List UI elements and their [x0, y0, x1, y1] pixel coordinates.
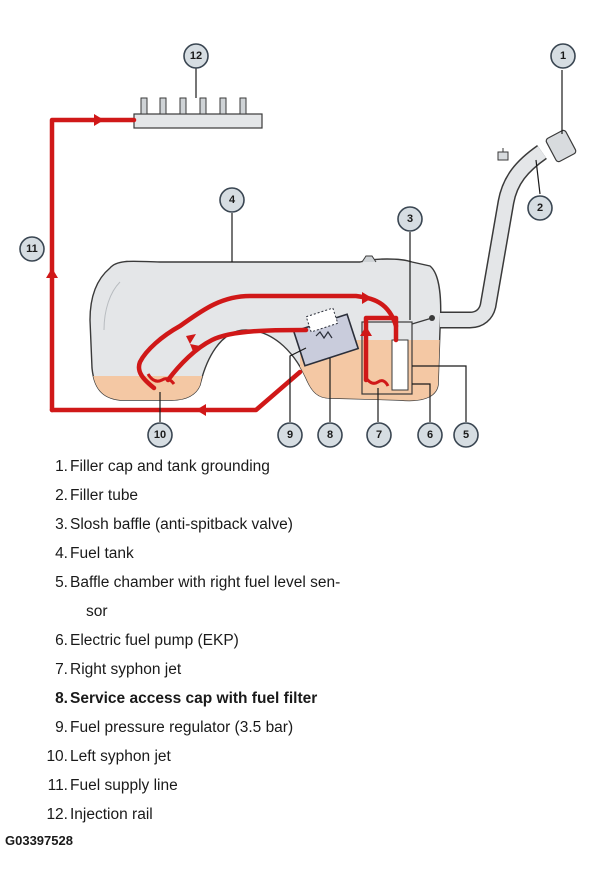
legend-number: 8. [55, 690, 68, 707]
callout-5: 5 [453, 422, 479, 448]
fuel-supply-line [46, 114, 303, 416]
legend-item: 4.Fuel tank [0, 539, 600, 568]
legend-number: 3. [55, 516, 68, 533]
legend-text: Fuel supply line [70, 777, 178, 794]
callout-8: 8 [317, 422, 343, 448]
component-legend: 1.Filler cap and tank grounding 2.Filler… [0, 452, 600, 829]
legend-number: 6. [55, 632, 68, 649]
legend-number: 2. [55, 487, 68, 504]
legend-text: Fuel tank [70, 545, 134, 562]
left-syphon-jet [146, 373, 176, 385]
legend-number: 11. [47, 777, 68, 794]
baffle-chamber [361, 321, 413, 395]
legend-item: 6.Electric fuel pump (EKP) [0, 626, 600, 655]
filter-housing [292, 307, 360, 367]
svg-text:8: 8 [327, 429, 333, 441]
callout-3: 3 [397, 206, 423, 232]
callout-10: 10 [147, 422, 173, 448]
legend-number: 12. [46, 806, 68, 823]
legend-number: 9. [55, 719, 68, 736]
injection-rail [133, 97, 263, 129]
legend-item: 7.Right syphon jet [0, 655, 600, 684]
legend-text: Fuel pressure regulator (3.5 bar) [70, 719, 294, 736]
legend-item: 3.Slosh baffle (anti-spitback valve) [0, 510, 600, 539]
svg-text:1: 1 [560, 50, 566, 62]
fuel-system-diagram: 1 2 3 4 5 6 7 8 9 10 11 12 [19, 43, 577, 448]
legend-number: 4. [55, 545, 68, 562]
legend-item-continuation: sor [0, 597, 600, 626]
right-syphon-jet [364, 377, 390, 387]
svg-text:10: 10 [154, 429, 166, 441]
legend-text: sor [86, 603, 108, 620]
svg-text:2: 2 [537, 202, 543, 214]
legend-item: 10.Left syphon jet [0, 742, 600, 771]
callout-2: 2 [527, 195, 553, 221]
legend-text: Electric fuel pump (EKP) [70, 632, 239, 649]
svg-text:5: 5 [463, 429, 469, 441]
svg-text:9: 9 [287, 429, 293, 441]
legend-item-highlighted: 8.Service access cap with fuel filter [0, 684, 600, 713]
legend-text: Left syphon jet [70, 748, 171, 765]
callout-4: 4 [219, 187, 245, 213]
callout-6: 6 [417, 422, 443, 448]
legend-text: Service access cap with fuel filter [70, 690, 318, 707]
figure-id: G03397528 [5, 833, 73, 848]
leader-lines [159, 68, 563, 422]
legend-number: 1. [55, 458, 68, 475]
legend-text: Right syphon jet [70, 661, 182, 678]
legend-item: 2.Filler tube [0, 481, 600, 510]
legend-number: 10. [46, 748, 68, 765]
svg-text:12: 12 [190, 50, 202, 62]
filler-cap [545, 129, 577, 163]
callout-12: 12 [183, 43, 209, 69]
fuel-injectors [140, 97, 247, 115]
legend-text: Filler cap and tank grounding [70, 458, 270, 475]
legend-item: 9.Fuel pressure regulator (3.5 bar) [0, 713, 600, 742]
svg-text:4: 4 [229, 194, 236, 206]
legend-item: 1.Filler cap and tank grounding [0, 452, 600, 481]
callout-1: 1 [550, 43, 576, 69]
callout-11: 11 [19, 236, 45, 262]
svg-text:6: 6 [427, 429, 433, 441]
legend-text: Filler tube [70, 487, 139, 504]
legend-item: 11.Fuel supply line [0, 771, 600, 800]
legend-text: Injection rail [70, 806, 153, 823]
svg-text:11: 11 [26, 243, 38, 255]
slosh-baffle-valve [411, 315, 435, 325]
legend-number: 5. [55, 574, 68, 591]
svg-text:3: 3 [407, 213, 413, 225]
callout-9: 9 [277, 422, 303, 448]
legend-text: Slosh baffle (anti-spitback valve) [70, 516, 293, 533]
filler-tube [440, 129, 577, 329]
legend-text: Baffle chamber with right fuel level sen… [70, 574, 341, 591]
grounding-tab [497, 151, 509, 161]
legend-item: 12.Injection rail [0, 800, 600, 829]
callout-7: 7 [366, 422, 392, 448]
pressure-regulator [305, 307, 339, 333]
syphon-jet-circuit [136, 292, 399, 391]
legend-item: 5.Baffle chamber with right fuel level s… [0, 568, 600, 597]
legend-number: 7. [55, 661, 68, 678]
svg-text:7: 7 [376, 429, 382, 441]
